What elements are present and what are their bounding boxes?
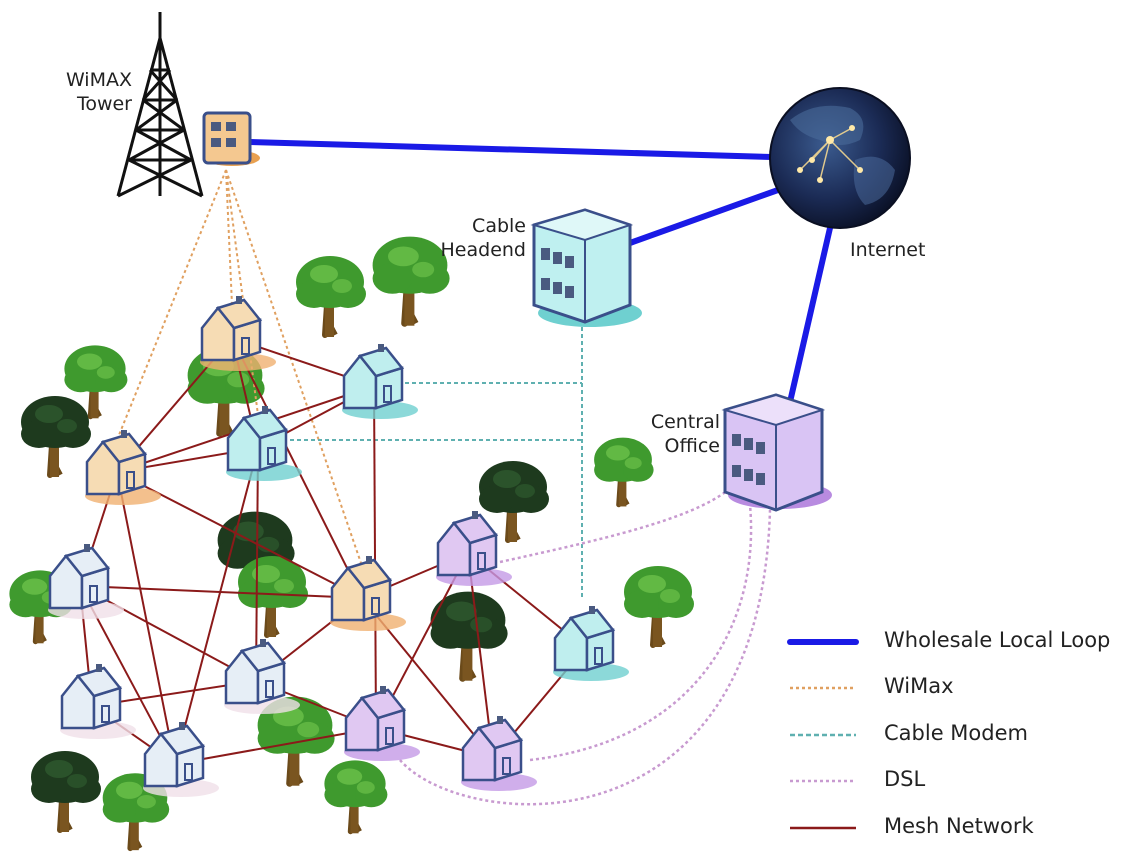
mesh-network-link bbox=[174, 727, 377, 765]
mesh-network-link bbox=[373, 385, 377, 729]
cable-headend-label: Cable Headend bbox=[430, 214, 526, 262]
house-icon bbox=[224, 639, 300, 714]
house-icon bbox=[342, 344, 418, 419]
house-icon bbox=[48, 544, 124, 619]
wimax-link bbox=[225, 169, 259, 416]
trees-layer bbox=[9, 236, 694, 852]
house-icon bbox=[461, 716, 537, 791]
legend bbox=[787, 639, 859, 830]
house-icon bbox=[200, 296, 276, 371]
tree-icon bbox=[479, 461, 549, 543]
mesh-network-link bbox=[116, 471, 176, 765]
tree-icon bbox=[64, 345, 128, 420]
legend-label-cable-modem: Cable Modem bbox=[884, 721, 1028, 745]
legend-label-wholesale-local-loop: Wholesale Local Loop bbox=[884, 628, 1111, 652]
tree-icon bbox=[624, 566, 694, 648]
cable-headend-building-icon bbox=[530, 208, 642, 327]
cable-modem-links bbox=[290, 320, 583, 600]
dsl-link bbox=[529, 504, 753, 762]
tree-icon bbox=[102, 773, 170, 852]
tree-icon bbox=[217, 511, 295, 602]
wholesale-local-loop-link bbox=[627, 187, 781, 246]
central-office-label-line2: Office bbox=[664, 435, 720, 457]
tree-icon bbox=[430, 591, 508, 682]
tree-icon bbox=[296, 256, 366, 338]
tree-icon bbox=[372, 236, 450, 327]
wimax-tower-label: WiMAX Tower bbox=[40, 68, 132, 116]
house-icon bbox=[60, 664, 136, 739]
wimax-link bbox=[225, 169, 233, 306]
mesh-network-link bbox=[174, 447, 259, 765]
legend-label-wimax: WiMax bbox=[884, 674, 954, 698]
cable-headend-label-line2: Headend bbox=[440, 239, 526, 261]
tree-icon bbox=[594, 437, 654, 508]
central-office-building-icon bbox=[721, 393, 832, 512]
mesh-network-links bbox=[79, 337, 586, 765]
house-icon bbox=[143, 722, 219, 797]
tree-icon bbox=[21, 396, 91, 478]
wimax-tower-label-line2: Tower bbox=[76, 93, 132, 115]
internet-label: Internet bbox=[850, 239, 926, 261]
central-office-label: Central Office bbox=[624, 410, 720, 458]
tree-icon bbox=[31, 751, 101, 833]
house-icon bbox=[226, 406, 302, 481]
wimax-links bbox=[116, 169, 363, 567]
dsl-links bbox=[399, 489, 772, 806]
tree-icon bbox=[324, 760, 388, 835]
wimax-tower-label-line1: WiMAX bbox=[65, 69, 132, 91]
legend-label-mesh-network: Mesh Network bbox=[884, 814, 1034, 838]
wholesale-local-loop-link bbox=[247, 139, 775, 160]
house-icon bbox=[436, 511, 512, 586]
mesh-network-link bbox=[255, 447, 259, 682]
house-icon bbox=[344, 686, 420, 761]
houses-layer bbox=[48, 296, 629, 797]
internet-globe-icon bbox=[769, 87, 911, 229]
wholesale-local-loop-link bbox=[787, 225, 833, 405]
cable-headend-label-line1: Cable bbox=[472, 215, 526, 237]
tree-icon bbox=[238, 556, 308, 638]
dsl-link bbox=[499, 489, 729, 564]
wimax-link bbox=[116, 169, 227, 441]
wimax-link bbox=[225, 169, 363, 567]
mesh-network-link bbox=[79, 585, 363, 599]
wimax-base-station-icon bbox=[202, 111, 260, 166]
central-office-label-line1: Central bbox=[650, 411, 720, 433]
house-icon bbox=[553, 606, 629, 681]
legend-label-dsl: DSL bbox=[884, 767, 926, 791]
mesh-network-link bbox=[79, 585, 257, 682]
wimax-tower-icon bbox=[116, 12, 204, 198]
house-icon bbox=[85, 430, 161, 505]
wholesale-local-loop-links bbox=[247, 139, 833, 405]
house-icon bbox=[330, 556, 406, 631]
